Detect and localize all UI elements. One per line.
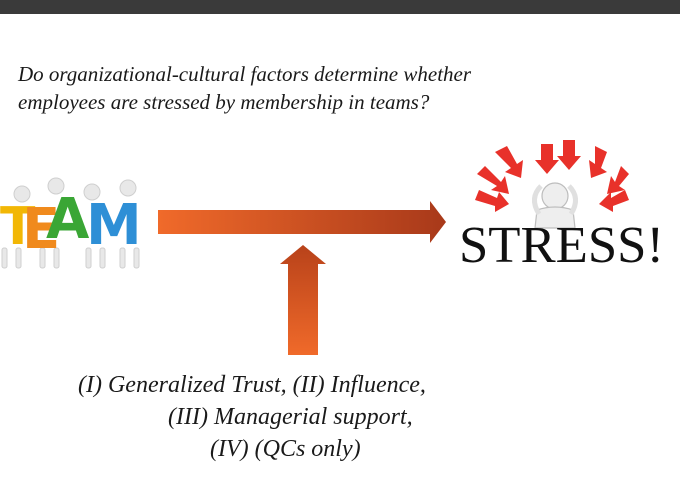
team-figures-icon: T E A M: [0, 177, 142, 269]
team-letter-e: E: [22, 197, 60, 262]
main-effect-arrow: [158, 201, 446, 243]
stressed-person-icon: STRESS!: [459, 140, 664, 274]
question-line-2: employees are stressed by membership in …: [18, 90, 430, 114]
question-line-1: Do organizational-cultural factors deter…: [18, 62, 472, 86]
moderator-line-3: (IV) (QCs only): [210, 436, 361, 462]
top-bar: [0, 0, 680, 14]
team-letter-m: M: [86, 193, 142, 258]
research-question: Do organizational-cultural factors deter…: [18, 60, 658, 116]
moderator-arrow: [280, 245, 326, 355]
team-letter-t: T: [0, 197, 36, 257]
moderator-line-2: (III) Managerial support,: [168, 404, 413, 430]
stress-word: STRESS!: [459, 217, 664, 274]
team-letter-a: A: [46, 187, 90, 252]
moderator-line-1: (I) Generalized Trust, (II) Influence,: [78, 372, 426, 398]
